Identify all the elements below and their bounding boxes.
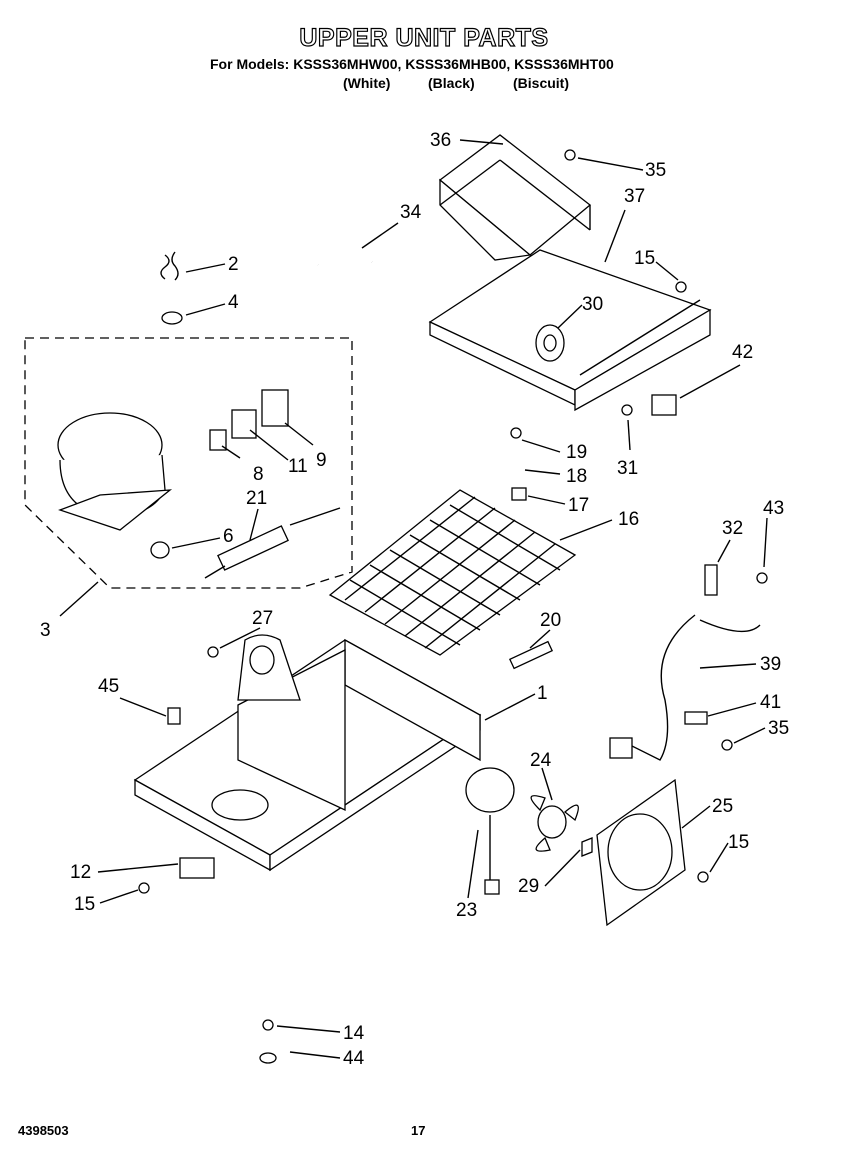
models-line: For Models: KSSS36MHW00, KSSS36MHB00, KS… [210, 56, 614, 72]
callout-27: 27 [252, 608, 273, 629]
callout-4: 4 [228, 292, 239, 313]
callout-14: 14 [343, 1023, 365, 1044]
part-11-overload [231, 409, 257, 439]
callout-2: 2 [228, 254, 239, 275]
callout-30: 30 [582, 294, 603, 315]
part-45-connector [167, 707, 181, 725]
callout-20: 20 [540, 610, 561, 631]
part-32-tube [704, 564, 718, 596]
callout-25: 25 [712, 796, 733, 817]
leader-lines [59, 139, 768, 1059]
callout-45: 45 [98, 676, 119, 697]
callout-9: 9 [316, 450, 327, 471]
callout-18: 18 [566, 466, 587, 487]
color-white-label: (White) [343, 75, 391, 91]
callout-15c: 15 [74, 894, 95, 915]
part-9-cover [261, 389, 289, 427]
callout-11: 11 [288, 456, 308, 477]
part-4-washer [161, 311, 183, 325]
part-25-fan-shroud [596, 778, 686, 927]
color-biscuit-label: (Biscuit) [513, 75, 569, 91]
part-29-clip [581, 837, 593, 857]
part-36-shroud [438, 134, 592, 261]
part-compressor [57, 412, 173, 531]
part-2-clip [160, 251, 179, 281]
callout-43: 43 [763, 498, 784, 519]
callout-12: 12 [70, 862, 91, 883]
compressor-group-outline [24, 337, 353, 589]
part-17-clip [511, 487, 527, 501]
color-black-label: (Black) [428, 75, 475, 91]
callout-35: 35 [645, 160, 666, 181]
part-39-harness [609, 614, 761, 761]
callout-35b: 35 [768, 718, 789, 739]
part-16-coil [328, 489, 577, 656]
page-number: 17 [411, 1123, 426, 1138]
part-30-motor [535, 324, 565, 362]
screw-icons [138, 149, 768, 1064]
callout-34: 34 [400, 202, 422, 223]
callout-36: 36 [430, 130, 451, 151]
part-27-bracket [237, 634, 301, 701]
callout-3: 3 [40, 620, 51, 641]
part-23-fan-motor [465, 767, 515, 813]
callout-labels: 36 35 37 34 15 2 4 30 42 3 8 11 9 19 18 … [40, 130, 789, 1069]
part-1-base [133, 638, 482, 872]
callout-24: 24 [530, 750, 552, 771]
callout-32: 32 [722, 518, 743, 539]
part-21-drier [204, 507, 341, 579]
part-42-connector [651, 394, 677, 416]
callout-31: 31 [617, 458, 638, 479]
callout-15b: 15 [728, 832, 749, 853]
part-34-tube [315, 236, 373, 266]
callout-6: 6 [223, 526, 234, 547]
part-6-grommet [150, 541, 170, 559]
part-37-plate [428, 249, 712, 412]
callout-41: 41 [760, 692, 781, 713]
part-41-clip [684, 711, 708, 725]
callout-17: 17 [568, 495, 589, 516]
page-title: UPPER UNIT PARTS [299, 23, 549, 52]
part-8-relay [209, 429, 227, 451]
part-24-fan-blade [530, 795, 579, 852]
callout-1: 1 [537, 683, 548, 704]
callout-8: 8 [253, 464, 264, 485]
callout-23: 23 [456, 900, 477, 921]
doc-number: 4398503 [18, 1123, 69, 1138]
callout-44: 44 [343, 1048, 365, 1069]
callout-19: 19 [566, 442, 587, 463]
part-12-part [179, 857, 215, 879]
callout-39: 39 [760, 654, 781, 675]
callout-42: 42 [732, 342, 753, 363]
callout-29: 29 [518, 876, 539, 897]
callout-21: 21 [246, 488, 267, 509]
part-20-strap [508, 640, 554, 670]
callout-16: 16 [618, 509, 639, 530]
callout-15: 15 [634, 248, 655, 269]
callout-37: 37 [624, 186, 645, 207]
